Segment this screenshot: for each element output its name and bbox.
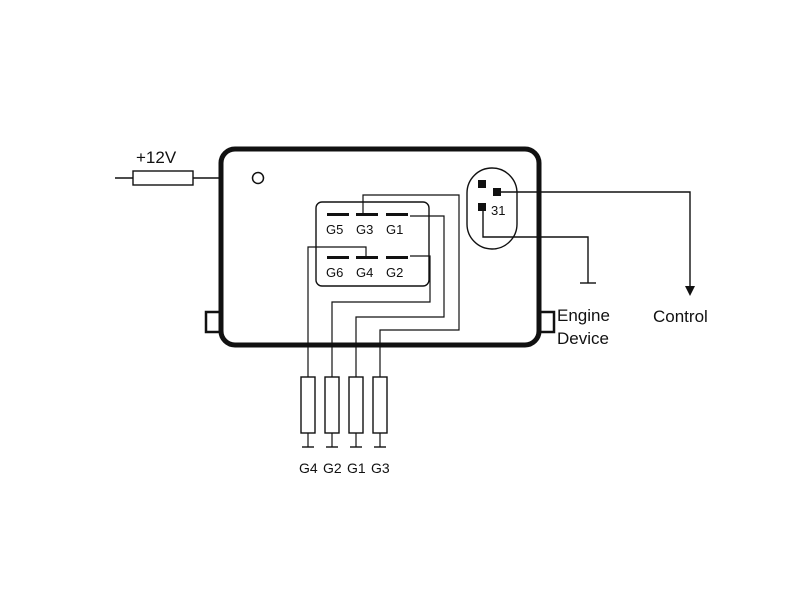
resistor-label-g2: G2 [323,460,342,476]
plug-pin-label: 31 [491,203,505,218]
resistor-label-g4: G4 [299,460,318,476]
power-terminal [251,171,265,185]
engine-label-line1: Engine [557,306,610,325]
resistor-g3 [372,376,388,434]
control-label: Control [653,307,708,326]
pin-label-g6: G6 [326,265,343,280]
resistor-g2 [324,376,340,434]
supply-label: +12V [136,148,177,167]
resistor-g4 [300,376,316,434]
engine-label-line2: Device [557,329,609,348]
plug-connector [466,167,518,250]
fuse-symbol [132,170,194,186]
pin-label-g5: G5 [326,222,343,237]
resistor-label-g3: G3 [371,460,390,476]
internal-wiring [307,194,460,377]
pin-label-g1: G1 [386,222,403,237]
pin-connector [315,201,430,287]
resistor-label-g1: G1 [347,460,366,476]
pin-label-g4: G4 [356,265,373,280]
engine-line [482,211,596,284]
pin-label-g3: G3 [356,222,373,237]
pin-label-g2: G2 [386,265,403,280]
resistor-bank [300,376,388,448]
control-line [501,191,695,296]
resistor-g1 [348,376,364,434]
